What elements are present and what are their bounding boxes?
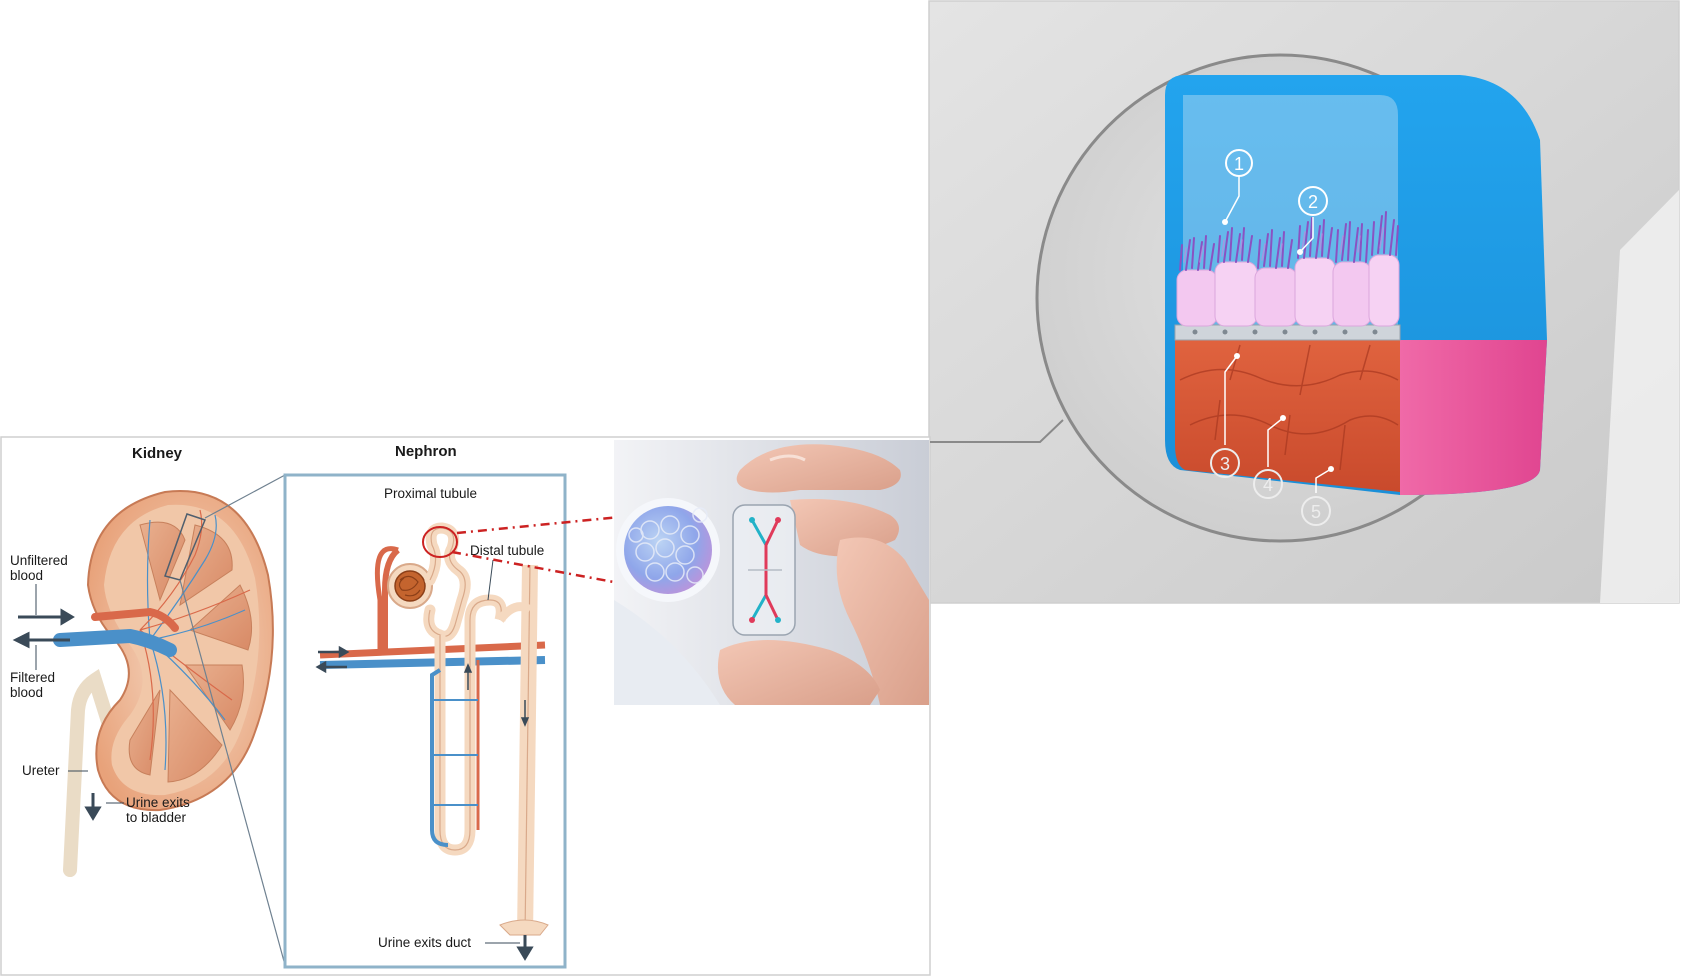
nephron-flow-arrows: [315, 645, 350, 674]
nephron-illustration: [315, 522, 549, 961]
cell-disc-cells: [628, 507, 708, 584]
callout-4-number: 4: [1263, 475, 1273, 495]
label-ureter: Ureter: [22, 763, 60, 778]
background-highlight: [1600, 190, 1679, 603]
callout-3: 3: [1210, 448, 1240, 478]
renal-pyramids: [128, 521, 253, 783]
tubule-flow-arrows: [463, 663, 530, 727]
nephron-zoom-lines: [179, 474, 286, 966]
zoom-connector-line: [930, 419, 1064, 443]
microvilli-brush-border: [1179, 211, 1399, 271]
urine-bladder-arrow: [84, 793, 102, 821]
label-urine-bladder-line2: to bladder: [126, 810, 187, 825]
callout-1-number: 1: [1234, 154, 1244, 174]
hand-palm: [836, 537, 929, 705]
membrane-pores: [1192, 329, 1378, 335]
porous-membrane: [1174, 324, 1401, 341]
callout-2: 2: [1298, 186, 1328, 216]
chip-block: [1165, 75, 1547, 495]
label-urine-bladder-line1: Urine exits: [126, 795, 190, 810]
duct-outlet: [499, 919, 549, 936]
organ-chip-device: [732, 504, 796, 636]
callout-4: 4: [1253, 469, 1283, 499]
efferent-arteriole: [374, 546, 399, 650]
vasa-recta-rungs: [432, 699, 478, 806]
callout-5: 5: [1301, 496, 1331, 526]
microvilli-highlights: [1183, 227, 1384, 263]
photo-light-arc: [614, 600, 720, 705]
endothelial-layer-red: [1175, 338, 1400, 492]
label-unfiltered-blood-line2: blood: [10, 568, 43, 583]
thumb: [717, 640, 880, 705]
nephron-vein: [319, 656, 546, 669]
duct-exit-arrow: [516, 935, 534, 961]
label-distal-tubule: Distal tubule: [470, 543, 544, 558]
vasa-recta-blue: [430, 668, 449, 847]
label-proximal-tubule: Proximal tubule: [384, 486, 477, 501]
cell-magnifier-disc: [616, 498, 720, 602]
glomerulus-capillaries: [398, 575, 421, 597]
callout-1: 1: [1225, 149, 1253, 177]
hand: [717, 444, 929, 705]
epithelial-cells: [1176, 254, 1400, 327]
chip-cross-section-panel: 1 2 3 4 5: [928, 0, 1680, 604]
label-urine-exits-duct: Urine exits duct: [378, 935, 471, 950]
loop-of-henle-outline: [439, 599, 502, 851]
renal-artery: [91, 607, 179, 632]
nephron-artery: [319, 641, 546, 659]
organ-chip-photo: [614, 440, 929, 705]
collecting-duct-outline: [524, 564, 531, 936]
renal-vein: [53, 628, 177, 657]
afferent-arteriole: [382, 547, 401, 650]
kidney-illustration: [12, 474, 286, 966]
distal-tubule: [496, 602, 533, 623]
callout-5-number: 5: [1311, 502, 1321, 522]
kidney-title: Kidney: [132, 445, 183, 462]
proximal-tubule-highlight-circle: [422, 526, 458, 558]
chip-ports-red: [749, 517, 781, 623]
callout-dots: [1222, 219, 1334, 472]
callout-2-number: 2: [1308, 192, 1318, 212]
label-unfiltered-blood-line1: Unfiltered: [10, 553, 68, 568]
callout-leaders: [1224, 176, 1332, 493]
label-filtered-blood-line2: blood: [10, 685, 43, 700]
label-filtered-blood-line1: Filtered: [10, 670, 55, 685]
fingernail: [769, 454, 806, 462]
cell-disc: [624, 506, 712, 594]
blood-flow-arrows: [12, 608, 75, 649]
nephron-title: Nephron: [395, 443, 457, 460]
callout-3-number: 3: [1220, 454, 1230, 474]
bottom-channel-pink-side: [1398, 340, 1547, 495]
chip-ports-cyan: [749, 517, 781, 623]
leader-distal-tubule: [487, 559, 494, 601]
endothelial-cell-outlines: [1179, 344, 1399, 471]
ureter-tube: [63, 668, 127, 877]
zoom-dashed-lines: [451, 513, 641, 587]
